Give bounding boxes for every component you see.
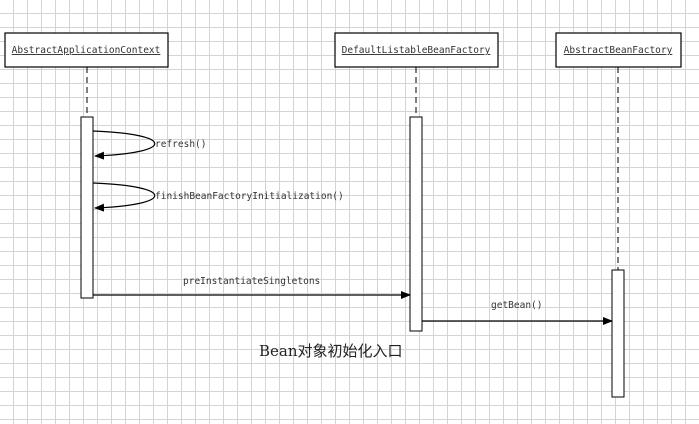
self-call-arrow (92, 182, 156, 212)
participant-label: DefaultListableBeanFactory (342, 45, 491, 56)
message-label: getBean() (491, 300, 542, 311)
message-finish-bean-factory-initialization[interactable]: finishBeanFactoryInitialization() (92, 182, 344, 212)
message-pre-instantiate-singletons[interactable]: preInstantiateSingletons (93, 276, 411, 299)
diagram-caption: Bean对象初始化入口 (259, 342, 403, 360)
participant-abstract-bean-factory[interactable]: AbstractBeanFactory (555, 32, 682, 68)
activation-bar-abstract-bean-factory (611, 269, 625, 398)
message-label: preInstantiateSingletons (183, 276, 320, 287)
activation-bar-default-listable-bean-factory (409, 116, 423, 332)
participant-abstract-application-context[interactable]: AbstractApplicationContext (4, 32, 169, 68)
message-label: finishBeanFactoryInitialization() (155, 191, 344, 202)
participant-label: AbstractBeanFactory (564, 45, 673, 56)
message-label: refresh() (155, 139, 206, 150)
message-get-bean[interactable]: getBean() (422, 300, 613, 325)
participant-default-listable-bean-factory[interactable]: DefaultListableBeanFactory (334, 32, 499, 68)
activation-bar-abstract-application-context (80, 116, 94, 299)
self-call-arrow (92, 130, 156, 160)
message-refresh[interactable]: refresh() (92, 130, 206, 160)
participant-label: AbstractApplicationContext (12, 45, 161, 56)
